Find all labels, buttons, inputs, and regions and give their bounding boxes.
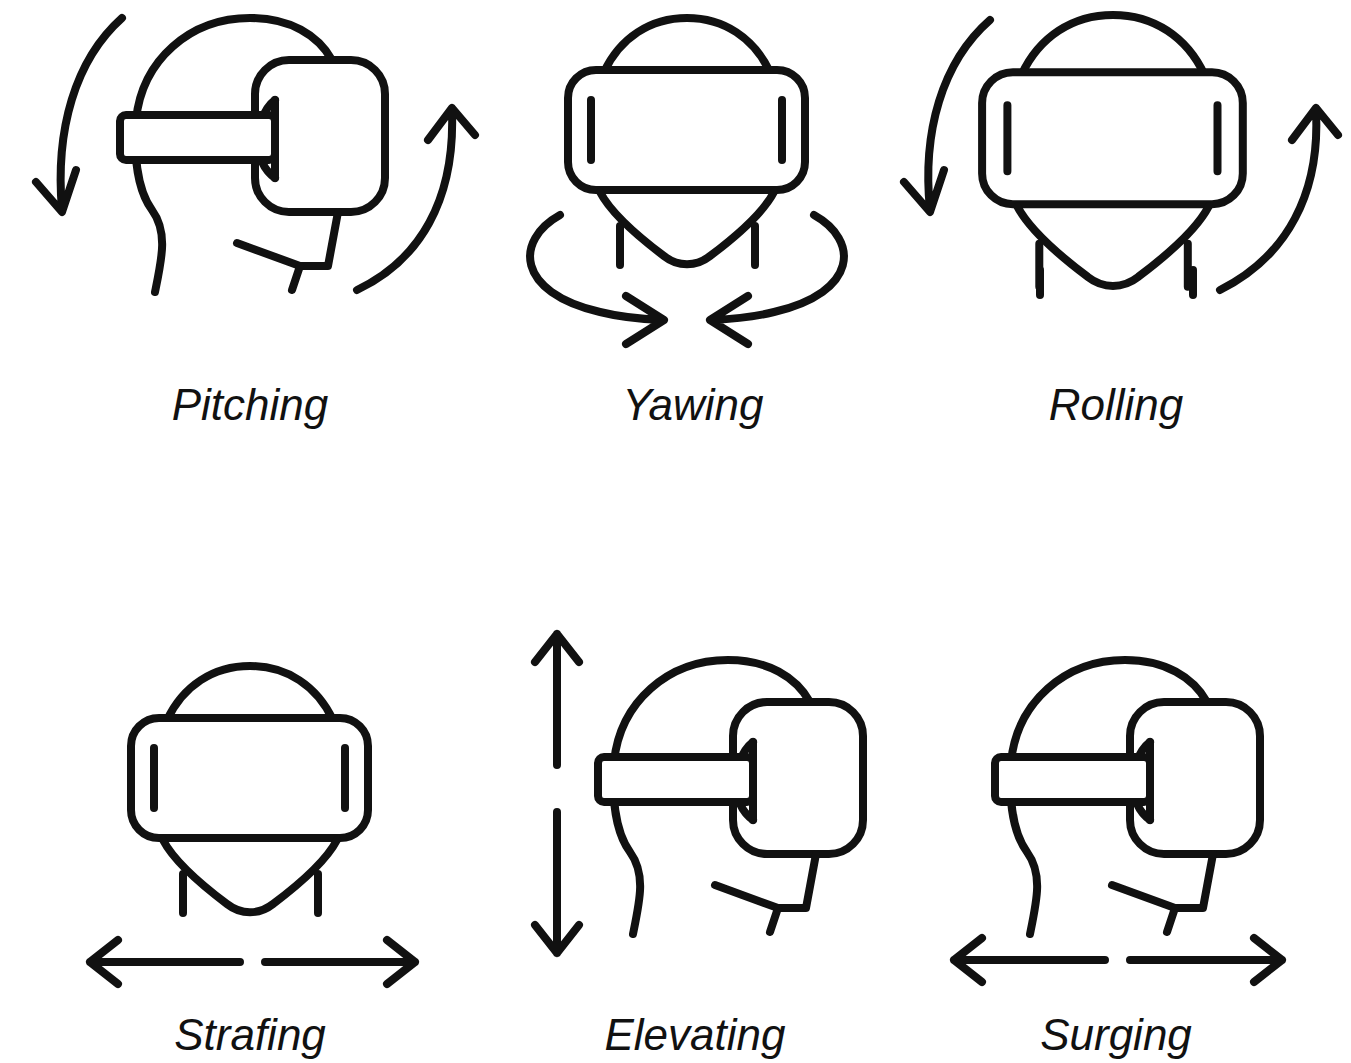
- surge-arrow: [954, 938, 1282, 982]
- yaw-arrow: [710, 215, 844, 344]
- motion-label: Elevating: [604, 1010, 785, 1060]
- neck-lines: [1040, 270, 1193, 295]
- strafing-head: [131, 666, 368, 913]
- pitch-arrow: [357, 108, 475, 290]
- motion-label: Pitching: [172, 380, 329, 430]
- elevating-head: [598, 660, 863, 934]
- motion-label: Rolling: [1049, 380, 1184, 430]
- elevate-arrow: [535, 634, 579, 953]
- yawing-head: [568, 18, 805, 265]
- motion-label: Yawing: [622, 380, 763, 430]
- pitching-head: [120, 18, 385, 292]
- motion-label: Strafing: [174, 1010, 326, 1060]
- motion-label: Surging: [1040, 1010, 1192, 1060]
- strafe-arrow: [90, 940, 415, 984]
- surging-head: [995, 660, 1260, 934]
- yaw-arrow: [530, 215, 664, 344]
- roll-arrow: [1220, 108, 1338, 290]
- roll-arrow: [904, 20, 990, 212]
- pitch-arrow: [36, 18, 122, 212]
- rolling-head: [982, 15, 1243, 287]
